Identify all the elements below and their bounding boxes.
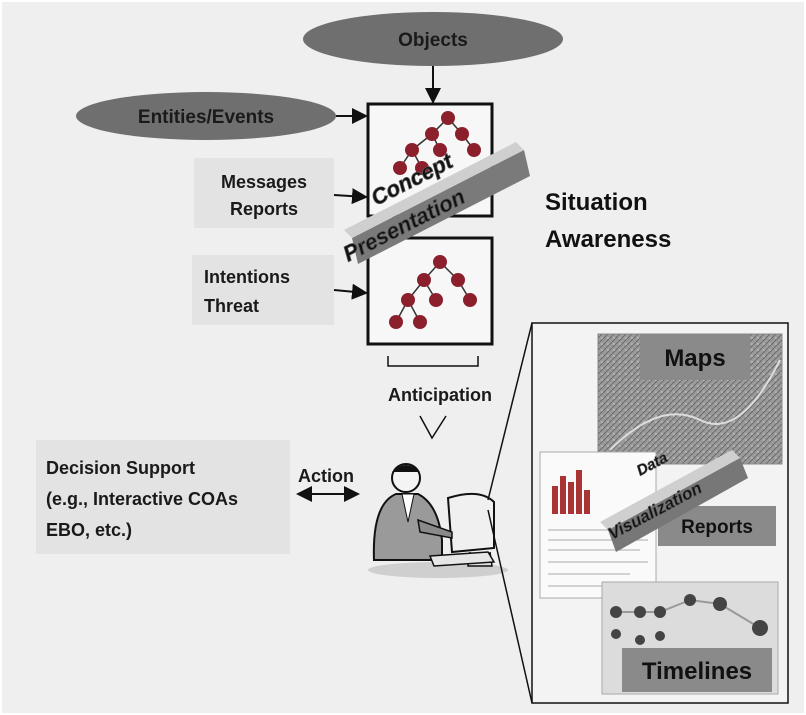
report-bar-chart	[552, 470, 590, 514]
person-computer-icon	[368, 463, 508, 578]
decision-line-3: EBO, etc.)	[46, 520, 132, 540]
threat-tree-box	[366, 236, 494, 346]
intentions-threat-box	[192, 255, 334, 325]
situation-label: Situation	[545, 189, 648, 216]
messages-label: Messages	[221, 172, 307, 192]
threat-label: Threat	[204, 296, 259, 316]
action-label: Action	[298, 466, 354, 486]
maps-label: Maps	[664, 345, 725, 372]
anticipation-chevron	[419, 415, 447, 440]
objects-label: Objects	[398, 30, 468, 51]
concept-tree-icon	[393, 111, 481, 175]
timelines-label-box	[622, 648, 772, 692]
decision-line-2: (e.g., Interactive COAs	[46, 489, 238, 509]
timelines-label: Timelines	[642, 658, 752, 685]
zoom-line-bottom	[487, 509, 533, 704]
decision-line-1: Decision Support	[46, 458, 195, 478]
intentions-label: Intentions	[204, 267, 290, 287]
messages-reports-box	[194, 158, 334, 228]
reports-input-label: Reports	[230, 199, 298, 219]
threat-tree-icon	[389, 255, 477, 329]
awareness-label: Awareness	[545, 226, 671, 253]
anticipation-bracket	[387, 356, 479, 367]
messages-arrow	[333, 188, 368, 205]
zoom-line-top	[487, 322, 533, 501]
reports-output-label: Reports	[681, 517, 753, 538]
entities-events-label: Entities/Events	[138, 107, 274, 128]
maps-label-box	[640, 334, 750, 380]
decision-support-box	[36, 440, 290, 554]
anticipation-label: Anticipation	[388, 385, 492, 405]
intentions-arrow	[333, 283, 368, 300]
entities-events-ellipse	[76, 92, 336, 140]
timeline-graph	[610, 594, 768, 645]
objects-ellipse	[303, 12, 563, 66]
